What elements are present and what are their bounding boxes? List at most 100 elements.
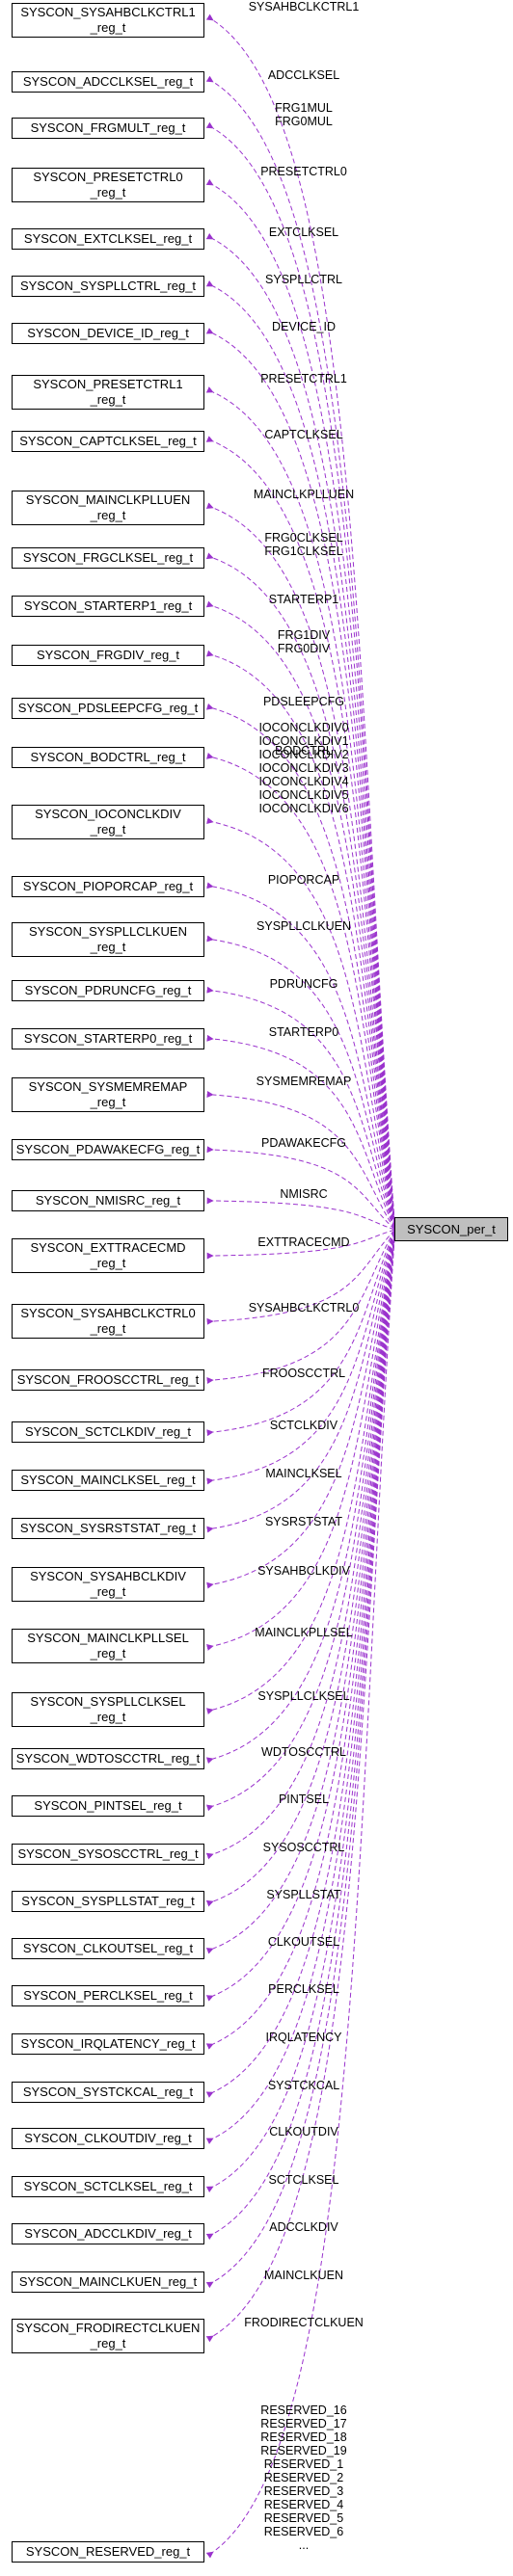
node-label: SYSCON_PERCLKSEL_reg_t — [23, 1988, 193, 2003]
node-label: SYSCON_EXTTRACECMD — [30, 1240, 186, 1255]
edge-label-line: CAPTCLKSEL — [264, 428, 343, 441]
node-box[interactable]: SYSCON_SYSAHBCLKCTRL1_reg_t — [12, 3, 204, 38]
node-box[interactable]: SYSCON_SYSMEMREMAP_reg_t — [12, 1077, 204, 1112]
edge-label: SYSAHBCLKCTRL0 — [249, 1301, 360, 1315]
node-box[interactable]: SYSCON_ADCCLKSEL_reg_t — [12, 71, 204, 93]
node-box[interactable]: SYSCON_FROOSCCTRL_reg_t — [12, 1369, 204, 1391]
node-label: SYSCON_SYSPLLSTAT_reg_t — [21, 1894, 195, 1908]
target-node[interactable]: SYSCON_per_t — [394, 1217, 508, 1241]
edge-label: FROOSCCTRL — [262, 1367, 345, 1380]
node-box[interactable]: SYSCON_WDTOSCCTRL_reg_t — [12, 1748, 204, 1769]
node-box[interactable]: SYSCON_ADCCLKDIV_reg_t — [12, 2223, 204, 2244]
edge-connector — [206, 935, 395, 1228]
edge-label-line: RESERVED_3 — [263, 2484, 344, 2498]
node-box[interactable]: SYSCON_PIOPORCAP_reg_t — [12, 876, 204, 897]
node-box[interactable]: SYSCON_MAINCLKUEN_reg_t — [12, 2271, 204, 2293]
edge-label-line: SYSOSCCTRL — [262, 1841, 345, 1854]
node-box[interactable]: SYSCON_CLKOUTSEL_reg_t — [12, 1938, 204, 1959]
edge-connector — [205, 1235, 395, 2098]
node-label: SYSCON_ADCCLKSEL_reg_t — [22, 74, 194, 89]
node-label: SYSCON_SYSPLLCLKUEN — [28, 924, 187, 939]
edge-label-line: PRESETCTRL0 — [260, 165, 347, 178]
edge-label-line: PERCLKSEL — [268, 1982, 339, 1996]
node-box[interactable]: SYSCON_PDAWAKECFG_reg_t — [12, 1139, 204, 1160]
edge-connector — [205, 13, 395, 1222]
node-box[interactable]: SYSCON_PDRUNCFG_reg_t — [12, 980, 204, 1001]
edge-connector — [206, 1232, 395, 1589]
edge-label-line: RESERVED_2 — [263, 2471, 344, 2484]
edge-label-line: RESERVED_16 — [260, 2403, 347, 2417]
node-box[interactable]: SYSCON_SYSAHBCLKDIV_reg_t — [12, 1567, 204, 1602]
edge-connector — [206, 753, 395, 1227]
node-box[interactable]: SYSCON_PERCLKSEL_reg_t — [12, 1985, 204, 2006]
node-box[interactable]: SYSCON_MAINCLKSEL_reg_t — [12, 1470, 204, 1491]
node-box[interactable]: SYSCON_FRGDIV_reg_t — [12, 645, 204, 666]
edge-label-line: IOCONCLKDIV0 — [258, 721, 349, 734]
node-box[interactable]: SYSCON_SCTCLKDIV_reg_t — [12, 1421, 204, 1443]
edge-label-line: FRODIRECTCLKUEN — [244, 2316, 364, 2329]
node-label: _reg_t — [90, 392, 126, 407]
node-box[interactable]: SYSCON_PDSLEEPCFG_reg_t — [12, 698, 204, 719]
node-box[interactable]: SYSCON_SYSAHBCLKCTRL0_reg_t — [12, 1304, 204, 1339]
node-box[interactable]: SYSCON_SYSPLLCTRL_reg_t — [12, 276, 204, 297]
edge-label-line: EXTCLKSEL — [268, 226, 339, 239]
node-label: SYSCON_DEVICE_ID_reg_t — [27, 326, 189, 340]
edge-label: SYSAHBCLKDIV — [257, 1564, 350, 1578]
node-box[interactable]: SYSCON_CAPTCLKSEL_reg_t — [12, 431, 204, 452]
node-box[interactable]: SYSCON_SYSPLLSTAT_reg_t — [12, 1891, 204, 1912]
node-label: SYSCON_SYSAHBCLKCTRL1 — [20, 5, 196, 19]
node-label: SYSCON_SYSTCKCAL_reg_t — [22, 2085, 194, 2099]
node-box[interactable]: SYSCON_MAINCLKPLLSEL_reg_t — [12, 1629, 204, 1663]
node-label: SYSCON_PDSLEEPCFG_reg_t — [17, 701, 199, 715]
node-box[interactable]: SYSCON_RESERVED_reg_t — [12, 2541, 204, 2563]
edge-label-line: IOCONCLKDIV5 — [258, 788, 349, 802]
edge-label-line: FRG0CLKSEL — [264, 531, 343, 544]
node-box[interactable]: SYSCON_PRESETCTRL1_reg_t — [12, 375, 204, 410]
node-box[interactable]: SYSCON_CLKOUTDIV_reg_t — [12, 2128, 204, 2149]
node-box[interactable]: SYSCON_SYSPLLCLKSEL_reg_t — [12, 1692, 204, 1727]
edge-label: MAINCLKSEL — [265, 1467, 341, 1480]
node-box[interactable]: SYSCON_PINTSEL_reg_t — [12, 1795, 204, 1817]
node-box[interactable]: SYSCON_IOCONCLKDIV_reg_t — [12, 805, 204, 839]
edge-label: EXTCLKSEL — [269, 226, 338, 239]
node-label: SYSCON_MAINCLKPLLUEN — [25, 492, 191, 507]
node-box[interactable]: SYSCON_STARTERP1_reg_t — [12, 596, 204, 617]
node-box[interactable]: SYSCON_BODCTRL_reg_t — [12, 747, 204, 768]
edge-label-line: FRG1DIV — [277, 628, 331, 642]
node-box[interactable]: SYSCON_IRQLATENCY_reg_t — [12, 2033, 204, 2055]
node-box[interactable]: SYSCON_NMISRC_reg_t — [12, 1190, 204, 1211]
node-box[interactable]: SYSCON_EXTTRACECMD_reg_t — [12, 1238, 204, 1273]
edge-connector — [205, 650, 395, 1226]
node-box[interactable]: SYSCON_STARTERP0_reg_t — [12, 1028, 204, 1049]
edge-label-line: IOCONCLKDIV3 — [258, 761, 349, 775]
edge-label: SYSPLLSTAT — [266, 1888, 340, 1901]
node-box[interactable]: SYSCON_SYSRSTSTAT_reg_t — [12, 1518, 204, 1539]
edge-label-line: IOCONCLKDIV2 — [258, 748, 349, 761]
node-label: SYSCON_MAINCLKUEN_reg_t — [18, 2274, 198, 2289]
node-box[interactable]: SYSCON_FRGCLKSEL_reg_t — [12, 547, 204, 569]
node-label: SYSCON_EXTCLKSEL_reg_t — [23, 231, 193, 246]
edge-label: CLKOUTSEL — [268, 1935, 339, 1949]
node-label: SYSCON_FRGMULT_reg_t — [30, 120, 186, 135]
node-label: SYSCON_PRESETCTRL0 — [33, 170, 183, 184]
node-box[interactable]: SYSCON_PRESETCTRL0_reg_t — [12, 168, 204, 202]
node-label: SYSCON_PINTSEL_reg_t — [34, 1798, 182, 1813]
node-label: SYSCON_FROOSCCTRL_reg_t — [16, 1372, 200, 1387]
edge-label-line: PRESETCTRL1 — [260, 372, 347, 385]
edge-connector — [205, 1235, 395, 2002]
node-box[interactable]: SYSCON_FRGMULT_reg_t — [12, 118, 204, 139]
edge-label: SYSPLLCLKSEL — [257, 1689, 349, 1703]
node-label: _reg_t — [90, 1321, 126, 1336]
edge-label-line: NMISRC — [280, 1187, 328, 1201]
node-box[interactable]: SYSCON_SYSOSCCTRL_reg_t — [12, 1844, 204, 1865]
node-box[interactable]: SYSCON_FRODIRECTCLKUEN_reg_t — [12, 2319, 204, 2353]
edge-label: BODCTRL — [275, 744, 333, 757]
edge-label: PINTSEL — [279, 1793, 329, 1806]
node-box[interactable]: SYSCON_SCTCLKSEL_reg_t — [12, 2176, 204, 2197]
node-box[interactable]: SYSCON_EXTCLKSEL_reg_t — [12, 228, 204, 250]
node-box[interactable]: SYSCON_MAINCLKPLLUEN_reg_t — [12, 491, 204, 525]
node-box[interactable]: SYSCON_SYSPLLCLKUEN_reg_t — [12, 922, 204, 957]
node-box[interactable]: SYSCON_SYSTCKCAL_reg_t — [12, 2082, 204, 2103]
node-box[interactable]: SYSCON_DEVICE_ID_reg_t — [12, 323, 204, 344]
